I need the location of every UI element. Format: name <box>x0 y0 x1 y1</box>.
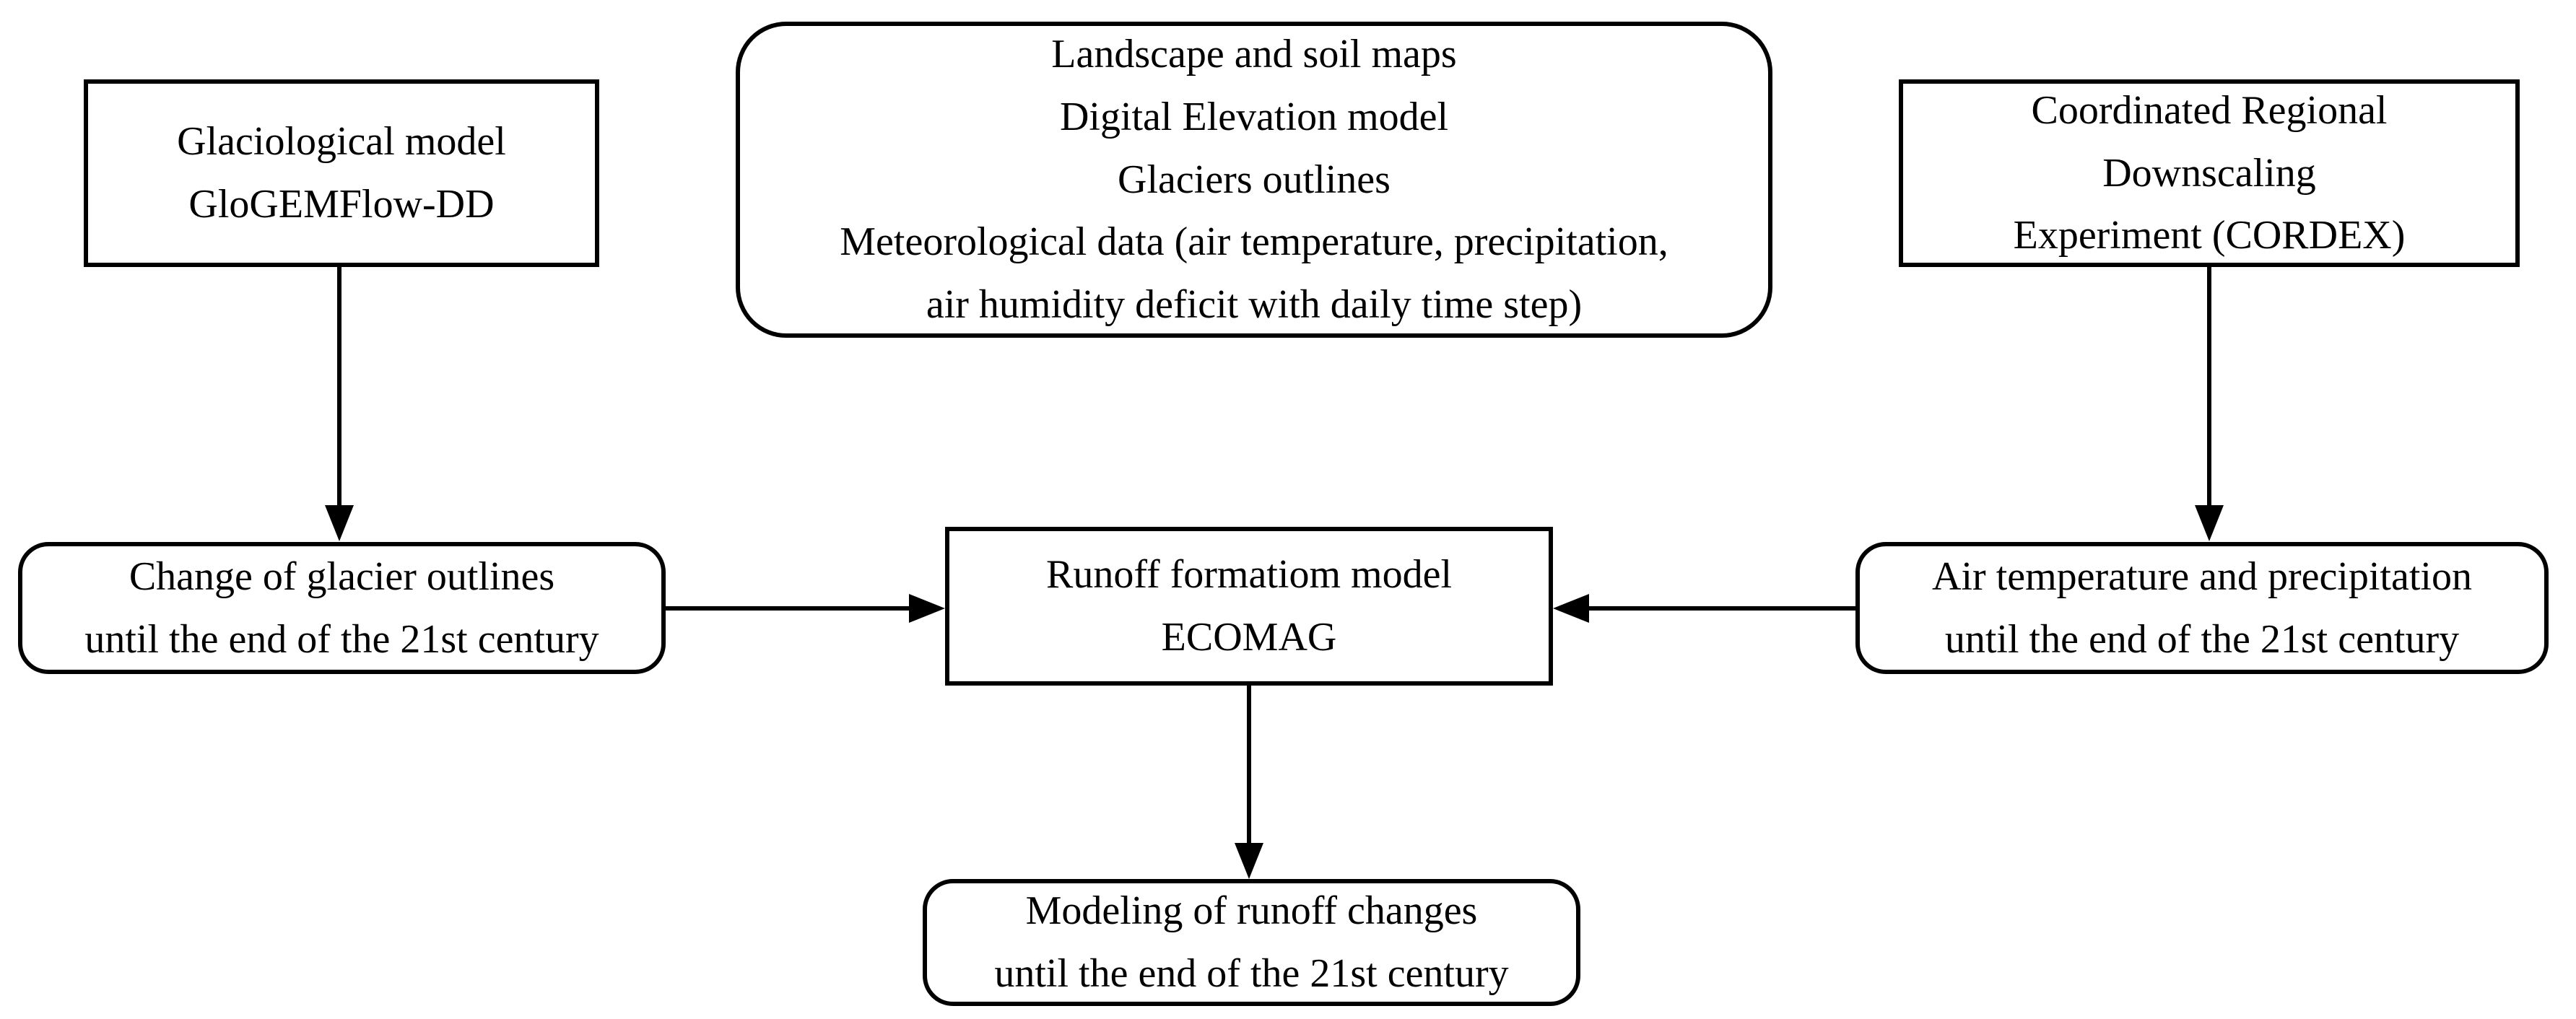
arrow-airtemp-to-ecomag-head-icon <box>1553 594 1589 623</box>
box-air-temperature-precipitation: Air temperature and precipitation until … <box>1855 542 2549 674</box>
box-runoff-modeling: Modeling of runoff changes until the end… <box>923 879 1580 1006</box>
arrow-airtemp-to-ecomag-line <box>1587 606 1855 611</box>
arrow-outline-change-to-ecomag-head-icon <box>909 594 945 623</box>
box-cordex: Coordinated Regional Downscaling Experim… <box>1899 79 2520 267</box>
box-glaciological-model: Glaciological model GloGEMFlow-DD <box>84 79 599 267</box>
arrow-ecomag-to-modeling-head-icon <box>1235 843 1263 879</box>
arrow-ecomag-to-modeling-line <box>1247 686 1251 846</box>
box-input-data: Landscape and soil maps Digital Elevatio… <box>736 22 1772 338</box>
box-runoff-formation-model: Runoff formatiom model ECOMAG <box>945 527 1553 686</box>
arrow-glaciological-to-outline-change-head-icon <box>325 505 354 541</box>
arrow-glaciological-to-outline-change-line <box>337 267 341 507</box>
arrow-cordex-to-airtemp-head-icon <box>2195 505 2224 541</box>
box-glacier-outline-change: Change of glacier outlines until the end… <box>18 542 666 674</box>
arrow-outline-change-to-ecomag-line <box>666 606 911 611</box>
arrow-cordex-to-airtemp-line <box>2207 267 2211 507</box>
